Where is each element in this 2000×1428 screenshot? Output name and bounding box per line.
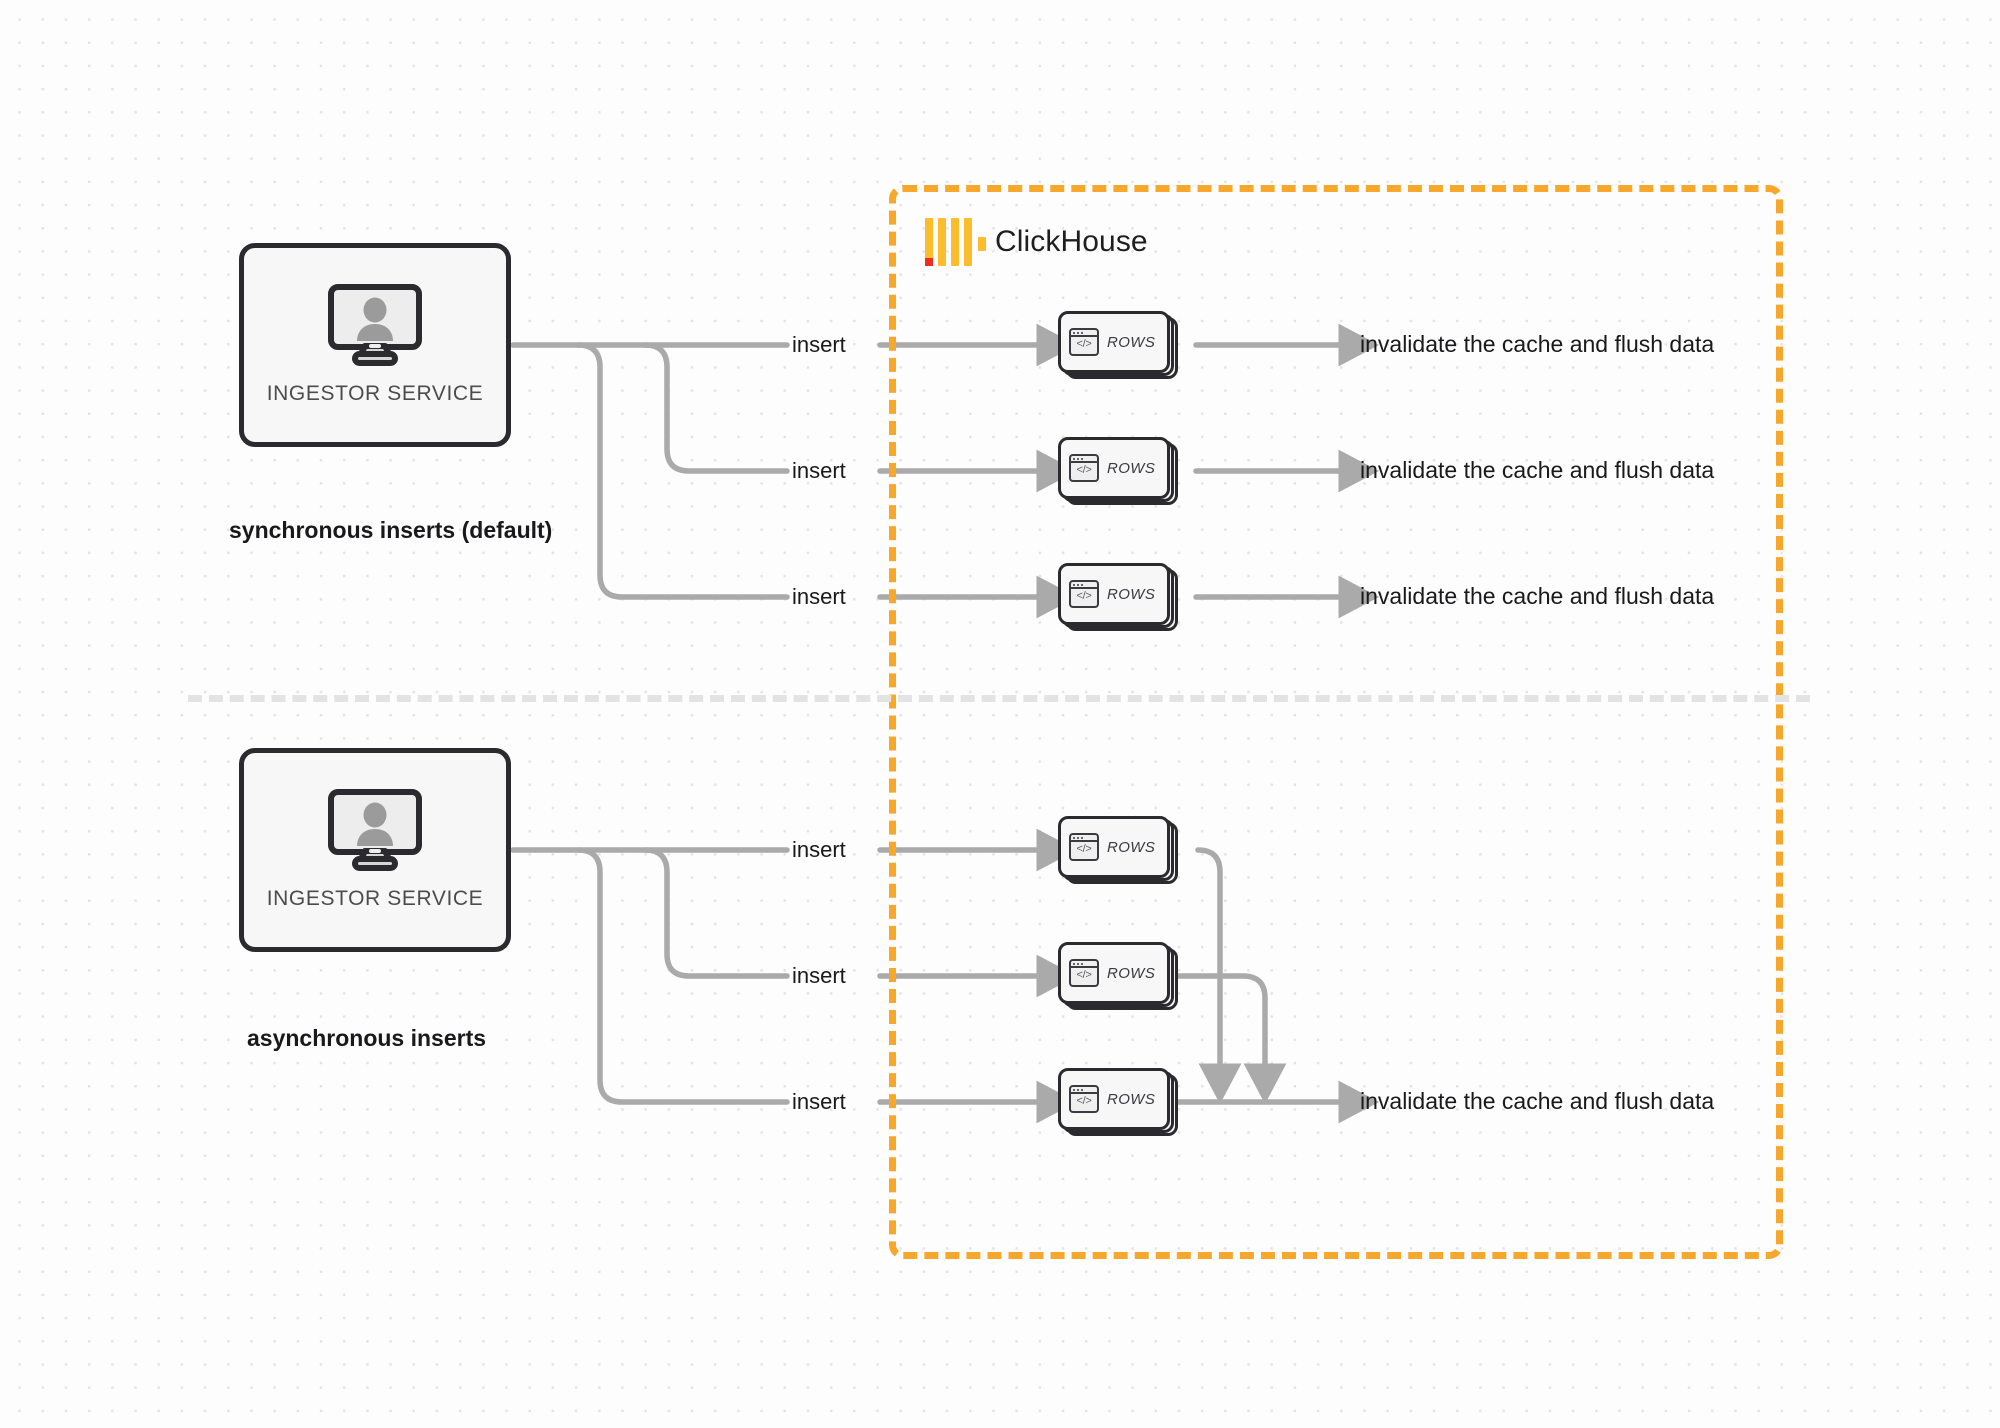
edge-label-result-sync-1: invalidate the cache and flush data [1360,331,1715,357]
ingestor-service-label: INGESTOR SERVICE [266,887,484,910]
edge-label-insert-async-2: insert [792,963,846,988]
clickhouse-brand: ClickHouse [925,218,1148,266]
rows-node-sync-1[interactable]: </> ROWS [1058,311,1178,379]
rows-node-face: </> ROWS [1058,563,1170,625]
edge-label-result-sync-3: invalidate the cache and flush data [1360,583,1715,609]
clickhouse-logo-icon [925,218,986,266]
ingestor-service-async[interactable]: INGESTOR SERVICE [239,748,511,952]
rows-node-face: </> ROWS [1058,1068,1170,1130]
edge-label-insert-sync-2: insert [792,458,846,483]
rows-node-label: ROWS [1107,585,1156,603]
code-window-icon: </> [1069,833,1099,861]
rows-node-sync-2[interactable]: </> ROWS [1058,437,1178,505]
edge-label-insert-sync-3: insert [792,584,846,609]
section-caption-sync: synchronous inserts (default) [229,517,553,543]
clickhouse-boundary [889,185,1783,1259]
edge-label-result-sync-2: invalidate the cache and flush data [1360,457,1715,483]
code-window-icon: </> [1069,454,1099,482]
code-window-icon: </> [1069,580,1099,608]
rows-node-label: ROWS [1107,459,1156,477]
code-window-icon: </> [1069,328,1099,356]
section-divider [188,695,1810,702]
code-window-icon: </> [1069,1085,1099,1113]
edge-label-insert-sync-1: insert [792,332,846,357]
code-window-icon: </> [1069,959,1099,987]
rows-node-face: </> ROWS [1058,942,1170,1004]
edge-label-insert-async-3: insert [792,1089,846,1114]
edge-label-result-async-merged: invalidate the cache and flush data [1360,1088,1715,1114]
clickhouse-wordmark: ClickHouse [995,225,1148,258]
rows-node-async-1[interactable]: </> ROWS [1058,816,1178,884]
rows-node-async-2[interactable]: </> ROWS [1058,942,1178,1010]
ingestor-service-sync[interactable]: INGESTOR SERVICE [239,243,511,447]
section-caption-async: asynchronous inserts [247,1025,487,1051]
rows-node-face: </> ROWS [1058,437,1170,499]
edge-label-insert-async-1: insert [792,837,846,862]
rows-node-async-3[interactable]: </> ROWS [1058,1068,1178,1136]
rows-node-label: ROWS [1107,1090,1156,1108]
rows-node-face: </> ROWS [1058,311,1170,373]
monitor-user-icon [327,789,423,873]
rows-node-label: ROWS [1107,964,1156,982]
rows-node-sync-3[interactable]: </> ROWS [1058,563,1178,631]
rows-node-label: ROWS [1107,838,1156,856]
rows-node-label: ROWS [1107,333,1156,351]
rows-node-face: </> ROWS [1058,816,1170,878]
ingestor-service-label: INGESTOR SERVICE [266,382,484,405]
monitor-user-icon [327,284,423,368]
